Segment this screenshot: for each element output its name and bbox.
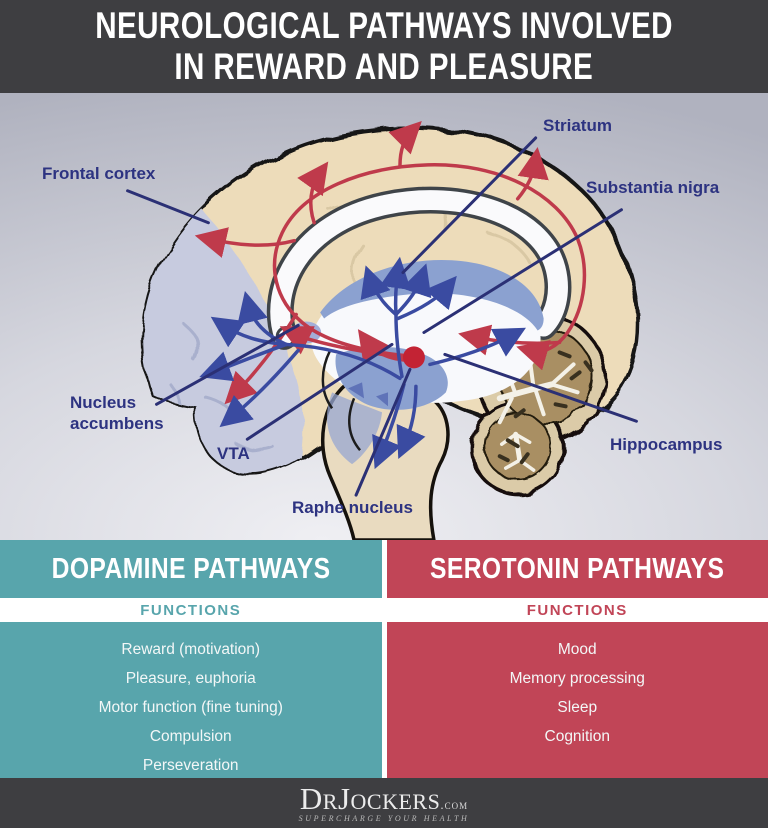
footer: DrJockers.com SUPERCHARGE YOUR HEALTH (0, 778, 768, 828)
function-item: Motor function (fine tuning) (98, 699, 283, 716)
label-striatum: Striatum (543, 116, 612, 135)
vta-dot (402, 346, 425, 369)
pathway-columns: DOPAMINE PATHWAYS FUNCTIONS Reward (moti… (0, 540, 768, 780)
serotonin-functions-heading: FUNCTIONS (386, 598, 768, 622)
function-item: Perseveration (142, 757, 239, 774)
brand-logo: DrJockers.com SUPERCHARGE YOUR HEALTH (299, 783, 470, 823)
substantia-nigra-line (422, 208, 623, 334)
function-item: Sleep (557, 699, 598, 716)
midbrain-shading (326, 392, 383, 465)
page-title-line1: NEUROLOGICAL PATHWAYS INVOLVED (95, 4, 673, 46)
raphe-nucleus-line (354, 367, 412, 497)
serotonin-header: SEROTONIN PATHWAYS (386, 540, 768, 598)
cerebellum (470, 312, 608, 496)
frontal-cortex-line (126, 189, 210, 225)
function-item: Mood (557, 641, 597, 658)
cerebellum-folia (497, 338, 594, 465)
function-item: Cognition (544, 728, 611, 745)
dopamine-title: DOPAMINE PATHWAYS (51, 552, 331, 585)
title-banner: NEUROLOGICAL PATHWAYS INVOLVED IN REWARD… (0, 0, 768, 93)
function-item: Compulsion (149, 728, 232, 745)
function-item: Reward (motivation) (121, 641, 261, 658)
label-nucleus-accumbens: Nucleus accumbens (70, 393, 164, 434)
label-vta: VTA (217, 444, 250, 463)
striatum-line (401, 136, 538, 275)
function-item: Memory processing (509, 670, 645, 687)
page-title-line2: IN REWARD AND PLEASURE (174, 45, 594, 87)
function-item: Pleasure, euphoria (125, 670, 256, 687)
serotonin-title: SEROTONIN PATHWAYS (430, 552, 725, 585)
corpus-callosum (270, 190, 568, 347)
label-lines (126, 136, 638, 497)
dopamine-header: DOPAMINE PATHWAYS (0, 540, 382, 598)
hippocampus-line (443, 352, 638, 423)
brain-illustration (126, 121, 640, 540)
brand-name: DrJockers (299, 781, 441, 816)
nucleus-accumbens-line (155, 323, 300, 406)
label-substantia-nigra: Substantia nigra (586, 178, 720, 197)
vta-line (245, 342, 394, 441)
label-hippocampus: Hippocampus (610, 435, 723, 454)
dopamine-column: DOPAMINE PATHWAYS FUNCTIONS Reward (moti… (0, 540, 382, 780)
brand-tagline: SUPERCHARGE YOUR HEALTH (298, 814, 470, 823)
label-frontal-cortex: Frontal cortex (42, 164, 156, 183)
dopamine-functions-heading: FUNCTIONS (0, 598, 382, 622)
brain-diagram: Frontal cortex Striatum Substantia nigra… (0, 93, 768, 540)
label-raphe-nucleus: Raphe nucleus (292, 498, 413, 517)
brand-domain: .com (440, 797, 469, 812)
